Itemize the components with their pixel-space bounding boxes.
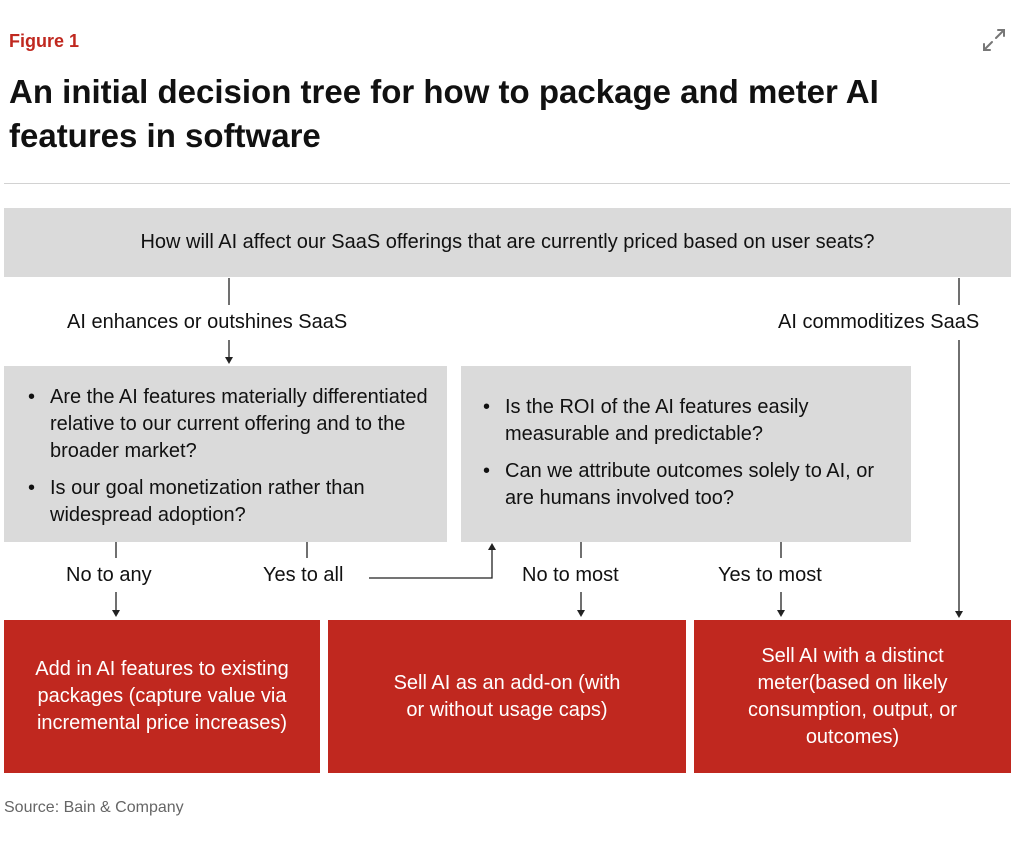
outcome-box-distinct-meter: Sell AI with a distinct meter(based on l… <box>694 620 1011 773</box>
root-question-text: How will AI affect our SaaS offerings th… <box>140 231 875 253</box>
root-question-box: How will AI affect our SaaS offerings th… <box>4 208 1011 277</box>
question-bullet: Is our goal monetization rather than wid… <box>28 475 437 529</box>
answer-no-to-most: No to most <box>522 564 619 586</box>
divider <box>4 183 1010 184</box>
answer-no-to-any: No to any <box>66 564 152 586</box>
question-bullet: Is the ROI of the AI features easily mea… <box>483 394 901 448</box>
question-bullet: Can we attribute outcomes solely to AI, … <box>483 458 901 512</box>
question-bullet: Are the AI features materially different… <box>28 384 437 465</box>
question-box-differentiation: Are the AI features materially different… <box>4 366 447 542</box>
figure-title: An initial decision tree for how to pack… <box>9 73 879 154</box>
answer-yes-to-all: Yes to all <box>263 564 344 586</box>
outcome-text: Sell AI as an add-on (with or without us… <box>393 671 621 721</box>
outcome-box-existing-packages: Add in AI features to existing packages … <box>4 620 320 773</box>
source-note: Source: Bain & Company <box>4 799 184 816</box>
figure-label: Figure 1 <box>9 31 80 51</box>
outcome-text: Sell AI with a distinct meter(based on l… <box>747 644 957 748</box>
branch-label-right: AI commoditizes SaaS <box>778 311 980 333</box>
outcome-box-add-on: Sell AI as an add-on (with or without us… <box>328 620 686 773</box>
expand-arrows-icon[interactable] <box>981 27 1007 53</box>
branch-label-left: AI enhances or outshines SaaS <box>67 311 348 333</box>
answer-yes-to-most: Yes to most <box>718 564 822 586</box>
question-box-roi: Is the ROI of the AI features easily mea… <box>461 366 911 542</box>
outcome-text: Add in AI features to existing packages … <box>35 658 289 734</box>
